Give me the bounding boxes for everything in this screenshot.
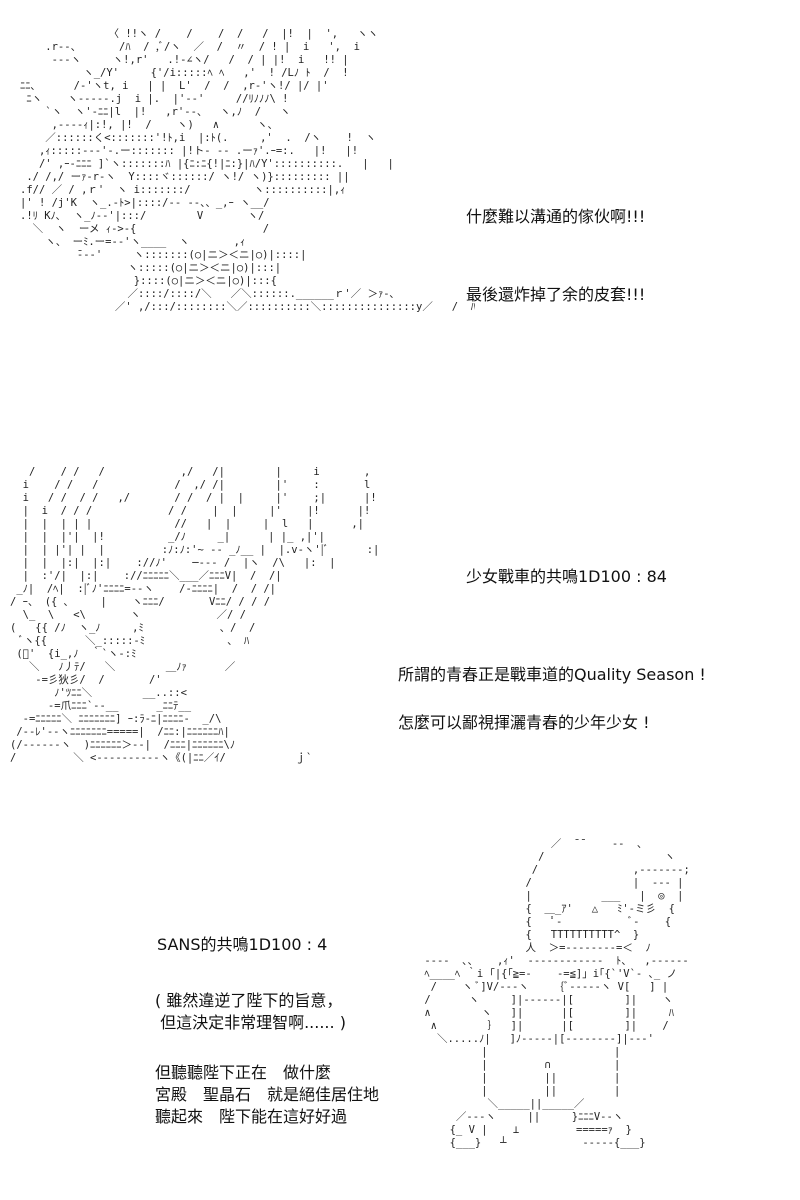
dialogue-line: 但聽聽陛下正在 做什麼 宮殿 聖晶石 就是絕佳居住地 聽起來 陛下能在這好好過 [155,1063,380,1126]
dialogue-line: ( 雖然違逆了陛下的旨意， 但這決定非常理智啊...... ) [155,991,346,1032]
dialogue-line: 什麼難以溝通的傢伙啊!!! [466,207,646,226]
ascii-art-skeleton-character: ／ ̄ ̄ ‐‐ ､ / ヽ / ,‐‐‐‐‐‐‐; / | ‐‐‐ | | _… [424,838,690,1149]
dice-roll-result: SANS的共鳴1D100 : 4 [157,935,328,954]
dialogue-line: 怎麼可以鄙視揮灑青春的少年少女 ! [398,713,650,732]
dialogue-line: 最後還炸掉了余的皮套!!! [466,285,646,304]
ascii-art-character-with-sunglasses: / / / / ,/ /| | i , i / / / / ,/ /| |' :… [10,466,380,764]
dialogue-line: 所謂的青春正是戰車道的Quality Season ! [398,665,706,684]
dice-roll-result: 少女戰車的共鳴1D100 : 84 [466,567,667,586]
ascii-art-character-with-bow-ties: 〈 !!ヽ / / / / / |! | ', ヽヽ .r‐-、 /ﾊ / ,ﾞ… [20,28,475,313]
